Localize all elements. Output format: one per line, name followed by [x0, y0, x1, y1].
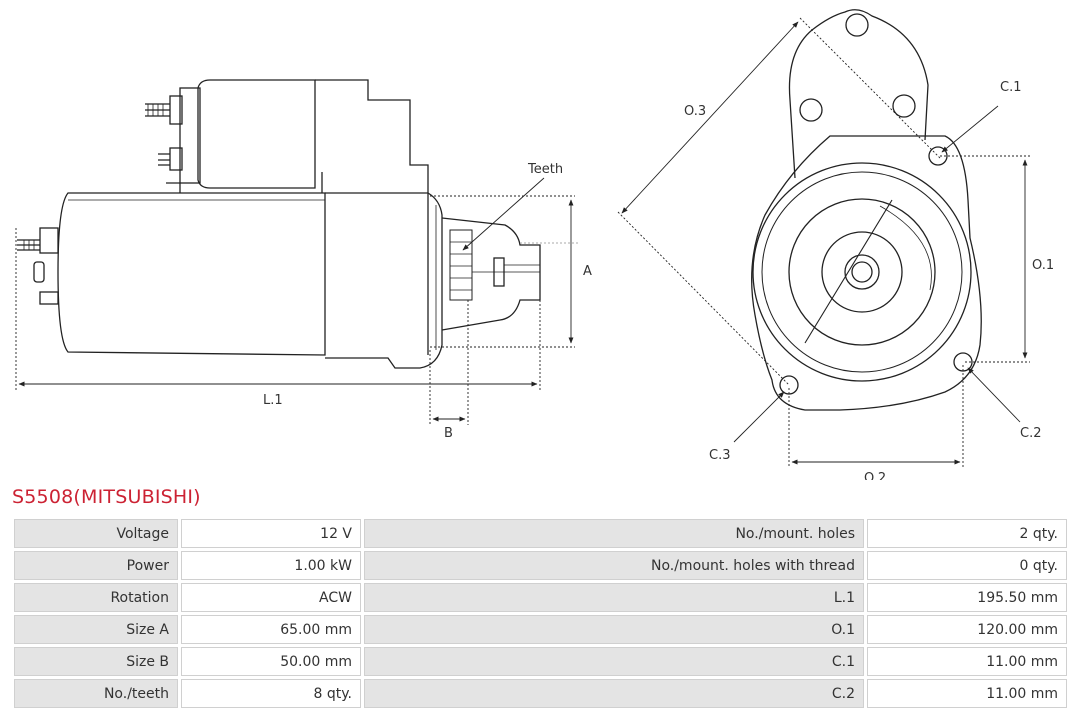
front-dimensions [617, 17, 1030, 468]
spec-right-label: L.1 [364, 583, 864, 612]
spec-left-value: 1.00 kW [181, 551, 361, 580]
drawing-canvas: Teeth A B L.1 O.1 O.2 O.3 C.1 C.2 C.3 [15, 9, 1054, 480]
spec-right-value: 0 qty. [867, 551, 1067, 580]
hole-c1 [928, 146, 948, 166]
spec-left-value: 50.00 mm [181, 647, 361, 676]
side-dimensions [15, 177, 580, 425]
spec-left-label: Size B [14, 647, 178, 676]
solenoid [145, 79, 429, 195]
spec-left-value: 65.00 mm [181, 615, 361, 644]
hole-c3 [779, 375, 799, 395]
starter-side-view [17, 79, 541, 369]
spec-row: Rotation ACW L.1 195.50 mm [14, 583, 1067, 612]
spec-row: Voltage 12 V No./mount. holes 2 qty. [14, 519, 1067, 548]
spec-row: Size A 65.00 mm O.1 120.00 mm [14, 615, 1067, 644]
dimension-l1-label: L.1 [263, 393, 283, 408]
pinion [441, 217, 541, 331]
spec-right-value: 195.50 mm [867, 583, 1067, 612]
spec-right-value: 120.00 mm [867, 615, 1067, 644]
hole-c1-label: C.1 [1000, 80, 1021, 95]
dimension-o3-label: O.3 [684, 104, 706, 119]
spec-row: No./teeth 8 qty. C.2 11.00 mm [14, 679, 1067, 708]
teeth-label: Teeth [527, 162, 563, 177]
specs-table-body: Voltage 12 V No./mount. holes 2 qty. Pow… [14, 519, 1067, 708]
spec-left-value: ACW [181, 583, 361, 612]
spec-left-value: 8 qty. [181, 679, 361, 708]
spec-left-value: 12 V [181, 519, 361, 548]
technical-drawing: Teeth A B L.1 O.1 O.2 O.3 C.1 C.2 C.3 [15, 9, 1054, 480]
dimension-o1-label: O.1 [1032, 258, 1054, 273]
spec-right-label: C.2 [364, 679, 864, 708]
dimension-b-label: B [444, 426, 453, 441]
spec-left-label: Power [14, 551, 178, 580]
hole-c3-label: C.3 [709, 448, 730, 463]
spec-right-value: 11.00 mm [867, 679, 1067, 708]
spec-left-label: Rotation [14, 583, 178, 612]
spec-left-label: No./teeth [14, 679, 178, 708]
spec-row: Power 1.00 kW No./mount. holes with thre… [14, 551, 1067, 580]
drive-housing [325, 192, 541, 369]
spec-right-label: O.1 [364, 615, 864, 644]
spec-right-label: C.1 [364, 647, 864, 676]
dimension-a-label: A [583, 264, 592, 279]
solenoid-cap [788, 9, 929, 179]
starter-front-view [751, 9, 982, 411]
mounting-flange [751, 135, 982, 411]
spec-right-value: 2 qty. [867, 519, 1067, 548]
motor-body [57, 192, 326, 356]
product-title: S5508(MITSUBISHI) [12, 486, 201, 508]
spec-right-label: No./mount. holes with thread [364, 551, 864, 580]
spec-left-label: Size A [14, 615, 178, 644]
spec-right-label: No./mount. holes [364, 519, 864, 548]
dimension-o2-label: O.2 [864, 471, 886, 480]
spec-row: Size B 50.00 mm C.1 11.00 mm [14, 647, 1067, 676]
specs-table: Voltage 12 V No./mount. holes 2 qty. Pow… [11, 516, 1070, 711]
spec-right-value: 11.00 mm [867, 647, 1067, 676]
hole-c2-label: C.2 [1020, 426, 1041, 441]
rear-terminal [17, 227, 59, 305]
spec-left-label: Voltage [14, 519, 178, 548]
